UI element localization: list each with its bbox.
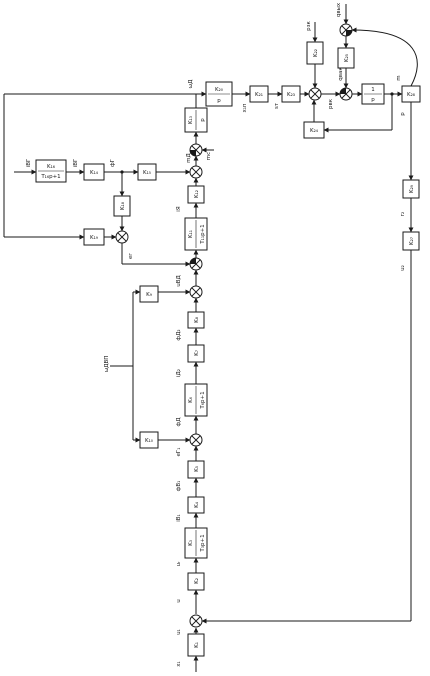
block-k18-label: K₁₈ xyxy=(120,201,126,210)
block-k13-num: K₁₃ xyxy=(188,116,194,124)
block-k29-label: K₂₉ xyxy=(409,185,415,193)
label-i-ya: iЯ xyxy=(176,206,182,212)
block-k15-label: K₁₅ xyxy=(143,170,151,176)
block-k6-den: T₆p+1 xyxy=(200,391,206,409)
block-k9-label: K₉ xyxy=(146,292,152,298)
label-s-t: sт xyxy=(274,102,280,109)
block-k11-den: T₁₁p+1 xyxy=(200,224,206,244)
sum-negative-sector xyxy=(190,258,196,264)
label-r2: r₂ xyxy=(400,212,406,216)
sum-cross xyxy=(117,232,127,242)
block-k5 xyxy=(187,460,205,479)
block-k5-label: K₅ xyxy=(194,466,200,472)
label-p: p xyxy=(400,112,406,116)
label-q-vak: qвак xyxy=(338,67,344,81)
block-k3-num: K₃ xyxy=(188,540,194,546)
block-k12 xyxy=(187,185,205,204)
generator-branch: K₁₆ T₁₆p+1 K₁₄ K₁₅ K₁₈ K₁₉ xyxy=(3,93,196,267)
label-i-v1: iВ₁ xyxy=(176,514,182,522)
block-k20-den: p xyxy=(217,98,221,104)
block-k25-label: K₂₅ xyxy=(344,54,350,62)
block-k19-label: K₁₉ xyxy=(90,235,98,241)
block-k26-den: p xyxy=(371,97,375,103)
sum-cross xyxy=(191,616,201,626)
block-k6-num: K₆ xyxy=(188,396,194,403)
label-x-1p: x₁п xyxy=(242,103,248,112)
label-e-g1: eГ₁ xyxy=(176,448,182,457)
branch-dot xyxy=(390,92,394,96)
block-k8-label: K₈ xyxy=(194,316,200,323)
wire-feedback-curve xyxy=(351,27,418,87)
block-k20-num: K₂₀ xyxy=(215,87,224,93)
signal-labels: x₁ u₁ u uᵣ iВ₁ фВ₁ eГ₁ фД iД₂ фД₂ uВД ωД… xyxy=(26,2,406,667)
label-w-dvp: ωДВП xyxy=(104,356,110,373)
block-k8 xyxy=(187,311,205,329)
block-k16-den: T₁₆p+1 xyxy=(40,174,60,180)
label-u1: u₁ xyxy=(176,629,182,635)
label-f-d2: фД₂ xyxy=(176,329,182,340)
label-e-g: eг xyxy=(128,253,134,259)
label-u: u xyxy=(176,599,182,603)
block-k23-label: K₂₃ xyxy=(287,92,295,98)
block-k3-den: T₃p+1 xyxy=(200,534,206,552)
label-i-vg: iВГ xyxy=(26,158,32,167)
label-m: m xyxy=(396,75,402,80)
block-k26-num: 1 xyxy=(371,87,375,93)
block-k24-label: K₂₄ xyxy=(310,128,319,134)
block-k11-num: K₁₁ xyxy=(188,230,194,238)
pneumatic-part: K₂₀ p K₂₁ K₂₃ K₂₂ 1 p K₂₈ xyxy=(196,4,421,624)
label-ur: uᵣ xyxy=(176,561,182,566)
block-k14-label: K₁₄ xyxy=(90,170,99,176)
label-m-d: mД xyxy=(186,152,192,162)
label-p-vk: pвк xyxy=(328,98,334,109)
label-u2: u₂ xyxy=(400,265,406,271)
tach-branch: K₉ K₁₀ xyxy=(110,285,191,449)
label-m-c: mс xyxy=(206,152,212,160)
branch-dot xyxy=(120,170,124,174)
sum-cross xyxy=(191,167,201,177)
block-k2 xyxy=(187,572,205,591)
block-k7-label: K₇ xyxy=(194,350,200,356)
block-k2-label: K₂ xyxy=(194,578,200,584)
sum-cross xyxy=(191,287,201,297)
sum-negative-sector xyxy=(346,30,352,36)
block-k4-label: K₄ xyxy=(194,501,200,508)
block-k16-num: K₁₆ xyxy=(47,164,56,170)
block-k13-den: p xyxy=(200,118,206,122)
block-k22-label: K₂₂ xyxy=(313,49,319,57)
block-k1 xyxy=(187,633,205,657)
sum-negative-sector xyxy=(340,88,346,94)
label-i-d2: iД₂ xyxy=(176,369,182,377)
sum-cross xyxy=(191,435,201,445)
block-k12-label: K₁₂ xyxy=(194,190,200,198)
block-k27-label: K₂₇ xyxy=(409,237,415,245)
label-u-vd: uВД xyxy=(176,275,182,287)
label-i-bg: iВГ xyxy=(73,158,79,167)
block-k21-label: K₂₁ xyxy=(255,92,263,98)
label-x1: x₁ xyxy=(176,661,182,666)
label-q-vih: qвых xyxy=(336,2,342,17)
label-f-g: фГ xyxy=(110,158,116,167)
sum-cross xyxy=(310,89,320,99)
label-p-zk: pзк xyxy=(306,20,312,30)
block-k4 xyxy=(187,496,205,514)
label-w-d: ωД xyxy=(188,79,194,89)
block-k10-label: K₁₀ xyxy=(145,438,154,444)
label-f-v1: фВ₁ xyxy=(176,481,182,492)
label-f-d: фД xyxy=(176,417,182,427)
block-k28-label: K₂₈ xyxy=(407,92,416,98)
block-k1-label: K₁ xyxy=(194,642,200,648)
main-chain: K₁ K₂ K₃ T₃p+1 K₄ K₅ K₆ T₆p+1 K₇ K₈ xyxy=(184,94,208,672)
block-k7 xyxy=(187,344,205,363)
sum-negative-sector xyxy=(190,150,196,156)
